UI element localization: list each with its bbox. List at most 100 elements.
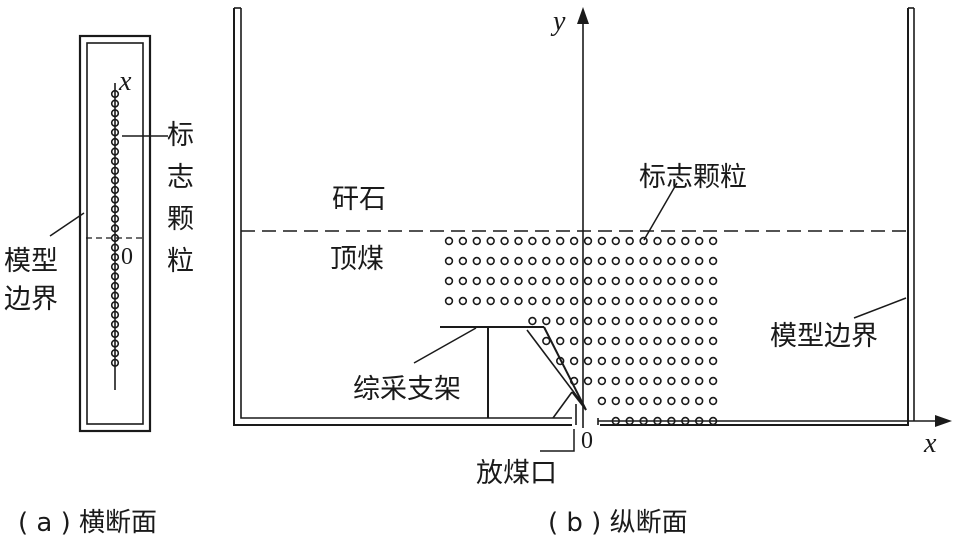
panel-a: x 0 标 志 颗 粒 模型 边界 ( a ) 横断面: [4, 34, 194, 538]
marker-particle-b: [681, 396, 690, 406]
marker-particle-b: [555, 276, 565, 286]
marker-particle-b: [597, 276, 607, 286]
marker-particle-b: [583, 236, 593, 246]
support-caving-shield-inner: [526, 329, 583, 404]
caption-a: ( a ) 横断面: [18, 508, 157, 538]
marker-particle-b: [555, 316, 565, 326]
marker-particle-b: [569, 336, 579, 346]
marker-particle-a: [110, 89, 120, 99]
marker-particle-b: [444, 276, 454, 286]
marker-particle-a: [110, 185, 120, 195]
marker-particle-b: [681, 276, 690, 286]
marker-particle-b: [569, 316, 579, 326]
rock-label: 矸石: [332, 184, 386, 215]
marker-particle-b: [528, 316, 537, 326]
marker-particle-b: [486, 276, 495, 286]
marker-particle-b: [500, 296, 509, 306]
marker-particle-b: [639, 336, 648, 346]
particles-label-a-4: 粒: [167, 246, 194, 277]
boundary-outer-frame: [78, 34, 152, 433]
marker-particle-b: [500, 236, 509, 246]
marker-particle-a: [110, 224, 120, 233]
marker-particle-b: [555, 296, 565, 306]
marker-particle-b: [639, 316, 648, 326]
marker-particle-b: [611, 336, 620, 346]
marker-particle-b: [667, 356, 676, 366]
marker-particle-b: [611, 236, 620, 246]
marker-particle-b: [611, 316, 620, 326]
marker-particle-a: [110, 195, 120, 204]
marker-particle-a: [110, 281, 120, 291]
marker-particle-b: [667, 336, 676, 346]
marker-particle-a: [110, 137, 120, 147]
marker-particle-a: [110, 320, 120, 329]
marker-particle-b: [458, 296, 468, 306]
marker-particle-b: [597, 376, 607, 386]
marker-particle-a: [110, 243, 120, 252]
particles-leader-b: [643, 182, 678, 241]
marker-particle-a: [110, 339, 120, 348]
marker-particle-b: [528, 296, 537, 306]
boundary-left-outer: [233, 8, 572, 426]
marker-particle-b: [639, 236, 648, 246]
marker-particle-b: [542, 296, 551, 306]
marker-particle-a: [110, 99, 120, 108]
boundary-leader-a: [49, 212, 85, 237]
marker-particle-a: [110, 128, 120, 137]
marker-particle-b: [555, 336, 565, 346]
marker-particle-b: [667, 396, 676, 406]
marker-particle-b: [500, 276, 509, 286]
marker-particle-b: [514, 236, 523, 246]
marker-particle-b: [583, 356, 593, 366]
boundary-label-a-2: 边界: [4, 284, 58, 315]
marker-particle-b: [625, 336, 634, 346]
marker-particle-b: [653, 396, 662, 406]
marker-particle-b: [667, 276, 676, 286]
marker-particle-b: [555, 256, 565, 266]
marker-particle-b: [597, 236, 607, 246]
marker-particle-b: [625, 316, 634, 326]
marker-particle-b: [611, 356, 620, 366]
marker-particle-a: [110, 262, 120, 271]
marker-particle-a: [110, 272, 120, 281]
marker-particle-b: [639, 376, 648, 386]
marker-particle-a: [110, 310, 120, 319]
marker-particle-b: [528, 276, 537, 286]
marker-particle-b: [528, 236, 537, 246]
marker-particle-b: [708, 376, 718, 386]
marker-particle-b: [583, 256, 593, 266]
marker-particle-b: [583, 296, 593, 306]
origin-label-a: 0: [121, 244, 133, 270]
marker-particle-b: [625, 356, 634, 366]
marker-particle-b: [444, 296, 454, 306]
marker-particle-b: [597, 336, 607, 346]
marker-particle-b: [625, 376, 634, 386]
caption-b: ( b ) 纵断面: [548, 508, 688, 538]
marker-particle-b: [472, 276, 481, 286]
marker-particle-b: [625, 236, 634, 246]
marker-particle-b: [708, 236, 718, 246]
marker-particle-a: [110, 147, 120, 156]
marker-particle-b: [458, 276, 468, 286]
marker-particle-b: [514, 296, 523, 306]
marker-particle-b: [472, 256, 481, 266]
marker-particle-b: [667, 256, 676, 266]
particle-grid-b: [444, 236, 718, 426]
marker-particle-b: [542, 336, 551, 346]
marker-particle-b: [667, 376, 676, 386]
marker-particle-a: [110, 358, 120, 367]
marker-particle-b: [611, 296, 620, 306]
boundary-label-a-1: 模型: [4, 246, 58, 277]
marker-particle-b: [681, 256, 690, 266]
marker-particle-b: [681, 296, 690, 306]
marker-particle-b: [542, 256, 551, 266]
marker-particle-b: [486, 236, 495, 246]
top-coal-label: 顶煤: [330, 244, 384, 275]
marker-particle-b: [611, 276, 620, 286]
marker-particle-a: [110, 349, 120, 358]
marker-particle-b: [569, 356, 579, 366]
marker-particle-b: [653, 376, 662, 386]
support-tail-left: [552, 391, 573, 419]
marker-particle-b: [681, 316, 690, 326]
particle-column-a: [110, 89, 120, 367]
